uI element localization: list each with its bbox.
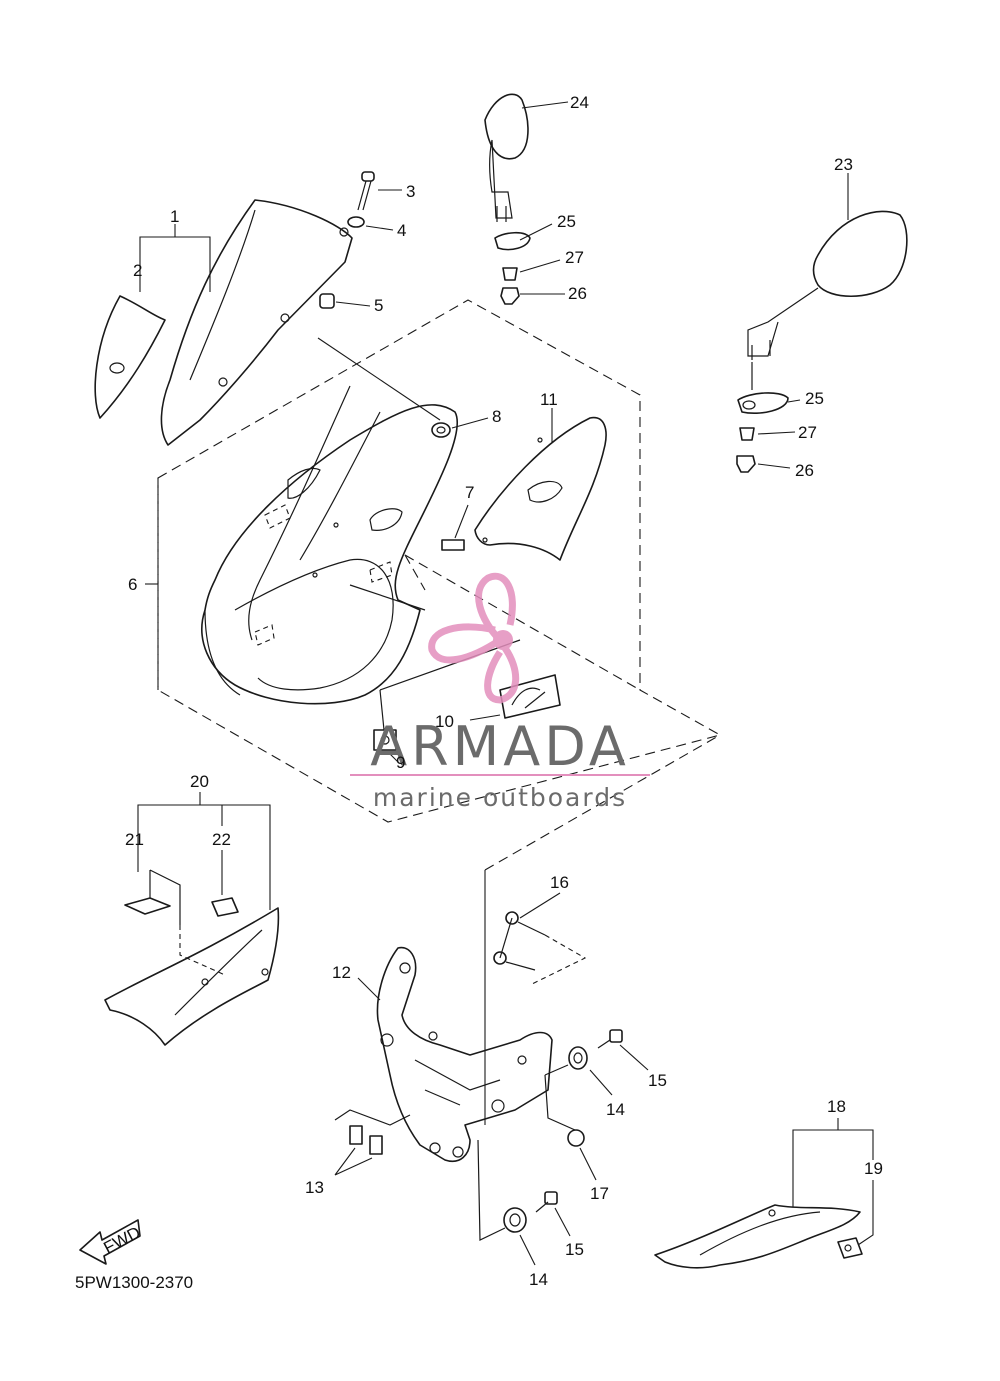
mirror-base-right <box>737 392 789 414</box>
mirror-nut <box>502 267 518 281</box>
callout-26a: 26 <box>568 284 587 303</box>
callout-17: 17 <box>590 1184 609 1203</box>
callout-3: 3 <box>406 182 415 201</box>
callout-20: 20 <box>190 772 209 791</box>
callout-8: 8 <box>492 407 501 426</box>
callout-9: 9 <box>396 753 405 772</box>
forward-arrow-icon <box>79 1219 141 1265</box>
callout-4: 4 <box>397 221 406 240</box>
emblem-badge <box>499 674 561 719</box>
clip-nut <box>373 729 397 751</box>
callout-21: 21 <box>125 830 144 849</box>
nut-17 <box>567 1129 585 1147</box>
callout-26b: 26 <box>795 461 814 480</box>
mirror-left <box>484 93 529 222</box>
grommet-8 <box>431 422 451 438</box>
inner-panel <box>654 1204 861 1269</box>
armada-logo-icon <box>428 572 520 704</box>
callout-19: 19 <box>864 1159 883 1178</box>
callout-7: 7 <box>465 483 474 502</box>
callout-23: 23 <box>834 155 853 174</box>
callout-27b: 27 <box>798 423 817 442</box>
callout-1: 1 <box>170 207 179 226</box>
forward-label: FWD <box>100 1223 143 1258</box>
damper-21 <box>124 869 181 925</box>
bolt-15-lower <box>535 1191 558 1213</box>
bolt-15-upper <box>597 1029 623 1049</box>
upper-cowling <box>201 385 459 705</box>
callout-10: 10 <box>435 712 454 731</box>
clip-22 <box>211 897 239 917</box>
mirror-right <box>747 210 908 390</box>
grommet <box>319 293 335 309</box>
drawing-number: 5PW1300-2370 <box>75 1273 193 1292</box>
callout-11: 11 <box>540 390 558 409</box>
clip-19 <box>837 1237 863 1259</box>
callout-15a: 15 <box>648 1071 667 1090</box>
callout-25b: 25 <box>805 389 824 408</box>
cowling-stay <box>376 946 553 1162</box>
callout-27a: 27 <box>565 248 584 267</box>
mirror-base <box>494 231 531 251</box>
side-panel <box>474 416 607 561</box>
callout-12: 12 <box>332 963 351 982</box>
mirror-clip <box>500 287 520 305</box>
callout-18: 18 <box>827 1097 846 1116</box>
callout-2: 2 <box>133 261 142 280</box>
callout-25a: 25 <box>557 212 576 231</box>
callout-24: 24 <box>570 93 589 112</box>
watermark-tagline: marine outboards <box>373 783 627 812</box>
windscreen <box>160 199 353 446</box>
callout-14a: 14 <box>606 1100 625 1119</box>
collar-14-upper <box>568 1046 588 1070</box>
damper-13 <box>349 1125 383 1155</box>
lower-cover <box>104 907 280 1046</box>
watermark-brand: ARMADA <box>370 715 630 778</box>
callout-22: 22 <box>212 830 231 849</box>
washer <box>347 216 365 228</box>
callout-16: 16 <box>550 873 569 892</box>
callout-14b: 14 <box>529 1270 548 1289</box>
windscreen-sticker <box>94 295 166 419</box>
damper-7 <box>441 539 465 551</box>
callout-15b: 15 <box>565 1240 584 1259</box>
mirror-nut-right <box>739 427 755 441</box>
screw <box>357 171 375 211</box>
bolt-16 <box>493 911 546 971</box>
mirror-clip-right <box>736 455 756 473</box>
callout-5: 5 <box>374 296 383 315</box>
callout-13: 13 <box>305 1178 324 1197</box>
callout-6: 6 <box>128 575 137 594</box>
collar-14-lower <box>503 1207 527 1233</box>
